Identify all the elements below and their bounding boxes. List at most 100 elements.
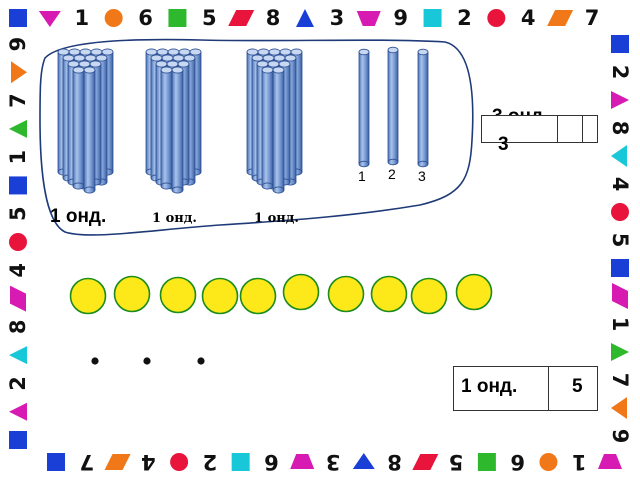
svg-text:2: 2 xyxy=(203,450,218,474)
border-shape-para xyxy=(547,10,574,26)
bundle-label-1: 1 онд. xyxy=(50,206,110,228)
border-digit: 1 xyxy=(74,6,89,30)
border-shape-circle xyxy=(170,453,189,471)
border-shape-circle xyxy=(487,9,506,27)
coin-row xyxy=(69,273,493,315)
svg-text:9: 9 xyxy=(608,429,632,444)
coin-7 xyxy=(327,275,365,313)
coin-8 xyxy=(370,275,408,313)
single-sticks xyxy=(358,46,429,168)
dot-1 xyxy=(91,357,99,365)
bundle-label-3: 1 онд. xyxy=(254,211,299,226)
border-shape-sq xyxy=(231,453,250,471)
border-shape-para xyxy=(10,285,26,312)
border-shape-sq xyxy=(423,9,442,27)
border-shape-circle xyxy=(9,233,27,251)
border-digit: 4 xyxy=(6,263,30,278)
dot-3 xyxy=(197,357,205,365)
grouping-lasso xyxy=(39,38,474,236)
border-shape-sq xyxy=(611,35,629,53)
border-digit: 2 xyxy=(6,376,30,391)
bundle-stick xyxy=(278,60,291,186)
svg-text:5: 5 xyxy=(449,450,464,474)
border-shape-sq xyxy=(47,453,65,471)
border-shape-tri-d xyxy=(38,11,61,27)
svg-text:1: 1 xyxy=(6,150,30,165)
border-digit: 7 xyxy=(6,93,30,108)
border-digit: 5 xyxy=(608,233,632,248)
coin-2 xyxy=(113,275,151,313)
ones-box xyxy=(453,366,598,411)
dot-2 xyxy=(143,357,151,365)
svg-text:5: 5 xyxy=(6,206,30,221)
border-shape-sq xyxy=(168,9,187,27)
tens-value: 3 xyxy=(498,134,509,155)
border-digit: 3 xyxy=(326,450,341,474)
border-digit: 8 xyxy=(6,320,30,335)
single-stick-3 xyxy=(417,48,429,168)
border-digit: 5 xyxy=(202,6,217,30)
bundle-stick xyxy=(189,48,202,176)
ones-value: 5 xyxy=(572,376,583,397)
svg-text:2: 2 xyxy=(608,65,632,80)
border-shape-circle xyxy=(104,9,123,27)
svg-text:5: 5 xyxy=(202,6,217,30)
svg-text:9: 9 xyxy=(393,6,408,30)
svg-text:5: 5 xyxy=(608,233,632,248)
coin-5 xyxy=(239,277,277,315)
svg-text:7: 7 xyxy=(79,450,94,474)
border-digit: 9 xyxy=(6,37,30,52)
svg-text:8: 8 xyxy=(387,450,402,474)
border-shape-tri-u xyxy=(9,346,27,365)
border-shape-tri-d xyxy=(11,61,27,84)
svg-text:8: 8 xyxy=(6,320,30,335)
svg-text:7: 7 xyxy=(585,6,600,30)
border-shape-tri-u xyxy=(9,402,27,421)
coin-1 xyxy=(69,277,107,315)
border-digit: 6 xyxy=(138,6,153,30)
svg-text:6: 6 xyxy=(510,450,525,474)
border-digit: 4 xyxy=(608,177,632,192)
stick-bundles xyxy=(57,48,303,194)
border-shape-sq xyxy=(611,259,629,277)
border-shape-tri-u xyxy=(9,119,27,138)
svg-text:7: 7 xyxy=(6,93,30,108)
coin-4 xyxy=(201,277,239,315)
border-digit: 2 xyxy=(608,65,632,80)
bundle-label-2: 1 онд. xyxy=(152,211,197,226)
border-digit: 9 xyxy=(393,6,408,30)
border-digit: 9 xyxy=(608,429,632,444)
border-digit: 8 xyxy=(387,450,402,474)
tens-box xyxy=(481,115,598,143)
border-shape-para xyxy=(104,454,131,470)
svg-text:4: 4 xyxy=(608,177,632,192)
svg-text:6: 6 xyxy=(264,450,279,474)
svg-text:6: 6 xyxy=(138,6,153,30)
svg-text:1: 1 xyxy=(572,450,587,474)
border-shape-sq xyxy=(9,431,27,449)
svg-text:2: 2 xyxy=(457,6,472,30)
svg-text:4: 4 xyxy=(141,450,156,474)
coin-9 xyxy=(410,277,448,315)
single-stick-number-1: 1 xyxy=(358,168,366,184)
border-shape-tri-d xyxy=(611,145,627,167)
single-stick-2 xyxy=(387,46,399,166)
coin-3 xyxy=(159,276,197,314)
single-stick-number-2: 2 xyxy=(388,166,396,182)
coin-10 xyxy=(455,273,493,311)
border-digit: 6 xyxy=(510,450,525,474)
border-shape-tri-u xyxy=(611,343,629,361)
bundle-stick xyxy=(72,66,85,190)
border-shape-sq xyxy=(9,9,27,27)
coin-6 xyxy=(282,273,320,311)
border-shape-tri-d xyxy=(611,397,627,419)
border-digit: 8 xyxy=(608,121,632,136)
border-shape-trap xyxy=(598,454,622,469)
bundle-stick xyxy=(83,66,96,194)
svg-text:8: 8 xyxy=(266,6,281,30)
svg-text:9: 9 xyxy=(6,37,30,52)
border-shape-para xyxy=(612,283,628,309)
border-shape-trap xyxy=(356,11,381,26)
